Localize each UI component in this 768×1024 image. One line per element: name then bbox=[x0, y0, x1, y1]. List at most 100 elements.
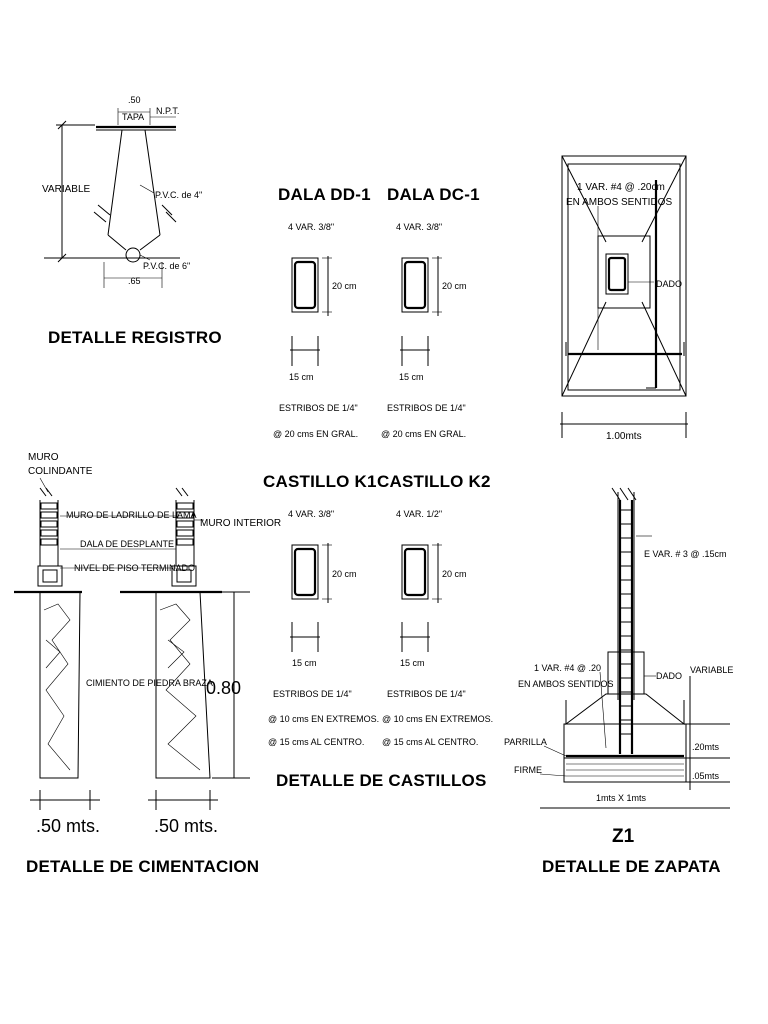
castillo-k1-title: CASTILLO K1 bbox=[263, 472, 377, 491]
cim-brick bbox=[40, 511, 58, 519]
dala-dc1-stirrup bbox=[403, 260, 427, 310]
registro-tapa-dim: .50 bbox=[128, 95, 141, 105]
castillo-k2-var: 4 VAR. 1/2" bbox=[396, 509, 442, 519]
cim-width-left-label: .50 mts. bbox=[36, 816, 100, 836]
dala-dd1-height: 20 cm bbox=[332, 281, 357, 291]
zapata-plan-width: 1.00mts bbox=[606, 431, 642, 442]
castillo-k2-height: 20 cm bbox=[442, 569, 467, 579]
cim-brick-wall-right bbox=[171, 487, 197, 587]
zapata-plan-diag-tl bbox=[561, 155, 607, 243]
registro-detail: .50 TAPA N.P.T. VARIABLE P.V.C. de 4" P.… bbox=[42, 95, 222, 347]
cimentacion-detail: MURO COLINDANTE bbox=[14, 452, 281, 876]
castillo-k2-spacing1: @ 10 cms EN EXTREMOS. bbox=[382, 714, 493, 724]
registro-break-left-2 bbox=[93, 211, 107, 223]
registro-wall-left bbox=[107, 129, 123, 236]
dala-dc1-width: 15 cm bbox=[399, 372, 424, 382]
dala-dc1-height: 20 cm bbox=[442, 281, 467, 291]
dala-dc1-section bbox=[401, 257, 429, 313]
zap-parrilla-leader bbox=[543, 745, 567, 757]
registro-pipe-6 bbox=[125, 247, 141, 263]
castillo-k1-estribos: ESTRIBOS DE 1/4" bbox=[273, 689, 352, 699]
registro-dim-tick-bottom bbox=[57, 253, 67, 263]
registro-base-dim: .65 bbox=[128, 276, 141, 286]
castillo-k2-width: 15 cm bbox=[400, 658, 425, 668]
registro-dim-tick-top bbox=[57, 120, 67, 130]
castillo-k2-section bbox=[401, 544, 429, 600]
cim-wall-right-break bbox=[175, 487, 183, 497]
zap-firme-leader bbox=[539, 773, 567, 777]
cim-stone-pattern-left bbox=[43, 603, 71, 771]
zap-parrilla-label: PARRILLA bbox=[504, 737, 547, 747]
cim-dala-right bbox=[171, 565, 197, 587]
registro-pvc4-leader bbox=[139, 184, 155, 194]
dala-dc1-var: 4 VAR. 3/8" bbox=[396, 222, 442, 232]
registro-variable-label: VARIABLE bbox=[42, 184, 90, 195]
dala-dc1: DALA DC-1 4 VAR. 3/8" 20 cm 15 cm ESTRIB… bbox=[381, 185, 480, 439]
registro-npt-label: N.P.T. bbox=[156, 106, 179, 116]
registro-pvc4-label: P.V.C. de 4" bbox=[155, 190, 202, 200]
cim-brick bbox=[176, 511, 194, 519]
registro-title: DETALLE REGISTRO bbox=[48, 328, 222, 347]
cim-cimiento-label: CIMIENTO DE PIEDRA BRAZA bbox=[86, 678, 213, 688]
zapata-plan-diag-tr bbox=[641, 155, 687, 243]
zapata-plan-outline bbox=[561, 155, 687, 397]
registro-tapa-label: TAPA bbox=[122, 112, 144, 122]
cim-dala-left bbox=[37, 565, 63, 587]
cim-brick bbox=[40, 529, 58, 537]
castillo-k1-height: 20 cm bbox=[332, 569, 357, 579]
castillo-k1-width: 15 cm bbox=[292, 658, 317, 668]
zap-title: Z1 bbox=[612, 826, 635, 847]
cim-brick bbox=[40, 538, 58, 546]
dala-dd1-var: 4 VAR. 3/8" bbox=[288, 222, 334, 232]
registro-base-left bbox=[107, 234, 127, 251]
registro-break-left-1 bbox=[97, 204, 111, 216]
zap-firme bbox=[563, 757, 687, 783]
zap-footing-slope bbox=[565, 693, 685, 726]
castillo-k2-title: CASTILLO K2 bbox=[377, 472, 491, 491]
zapata-plan: 1 VAR. #4 @ .20cm EN AMBOS SENTIDOS DADO… bbox=[560, 155, 688, 442]
cim-muro-ladrillo-label: MURO DE LADRILLO DE LAMA bbox=[66, 510, 197, 520]
zapata-plan-rebar-label2: EN AMBOS SENTIDOS bbox=[566, 197, 672, 208]
cim-wall-right-break2 bbox=[181, 487, 189, 497]
registro-break-right-2 bbox=[165, 211, 177, 223]
castillos-title: DETALLE DE CASTILLOS bbox=[276, 771, 487, 790]
castillo-k2: CASTILLO K2 4 VAR. 1/2" 20 cm 15 cm ESTR… bbox=[377, 472, 493, 747]
dala-dd1-spacing: @ 20 cms EN GRAL. bbox=[273, 429, 358, 439]
castillo-k1-stirrup bbox=[293, 547, 317, 597]
zap-rebar-leader bbox=[599, 671, 607, 749]
cim-brick bbox=[176, 502, 194, 510]
castillo-k1-spacing2: @ 15 cms AL CENTRO. bbox=[268, 737, 364, 747]
castillo-k1: CASTILLO K1 4 VAR. 3/8" 20 cm 15 cm ESTR… bbox=[263, 472, 379, 747]
dala-dd1-estribos: ESTRIBOS DE 1/4" bbox=[279, 403, 358, 413]
cim-width-right-label: .50 mts. bbox=[154, 816, 218, 836]
cim-brick bbox=[176, 538, 194, 546]
zap-rebar-label2: EN AMBOS SENTIDOS bbox=[518, 679, 614, 689]
dala-dc1-spacing: @ 20 cms EN GRAL. bbox=[381, 429, 466, 439]
zapata-plan-dado-stirrup bbox=[607, 256, 627, 292]
registro-break-right-1 bbox=[161, 204, 173, 216]
cim-wall-left-break bbox=[39, 487, 47, 497]
zap-column-break-1 bbox=[611, 487, 621, 501]
dala-dd1-section bbox=[291, 257, 319, 313]
zapata-plan-rebar-label: 1 VAR. #4 @ .20cm bbox=[577, 182, 665, 193]
cim-height-label: 0.80 bbox=[206, 678, 241, 698]
registro-pvc6-label: P.V.C. de 6" bbox=[143, 261, 190, 271]
castillo-k2-spacing2: @ 15 cms AL CENTRO. bbox=[382, 737, 478, 747]
castillo-k1-var: 4 VAR. 3/8" bbox=[288, 509, 334, 519]
cim-muro-interior-label: MURO INTERIOR bbox=[200, 518, 281, 529]
cim-stone-pattern-right bbox=[159, 603, 201, 771]
dala-dd1-title: DALA DD-1 bbox=[278, 185, 371, 204]
zapata-plan-diag-br bbox=[641, 301, 687, 397]
cim-footing-right bbox=[155, 591, 211, 779]
cim-dala-desplante-label: DALA DE DESPLANTE bbox=[80, 539, 174, 549]
cim-title: DETALLE DE CIMENTACION bbox=[26, 857, 259, 876]
castillo-k2-estribos: ESTRIBOS DE 1/4" bbox=[387, 689, 466, 699]
castillo-k2-stirrup bbox=[403, 547, 427, 597]
registro-wall-right bbox=[144, 129, 161, 236]
cim-stone-pattern-right-2 bbox=[167, 639, 185, 669]
dala-dc1-estribos: ESTRIBOS DE 1/4" bbox=[387, 403, 466, 413]
cim-dala-left-stirrup bbox=[42, 569, 58, 583]
zap-subtitle: DETALLE DE ZAPATA bbox=[542, 857, 721, 876]
cim-brick bbox=[40, 502, 58, 510]
